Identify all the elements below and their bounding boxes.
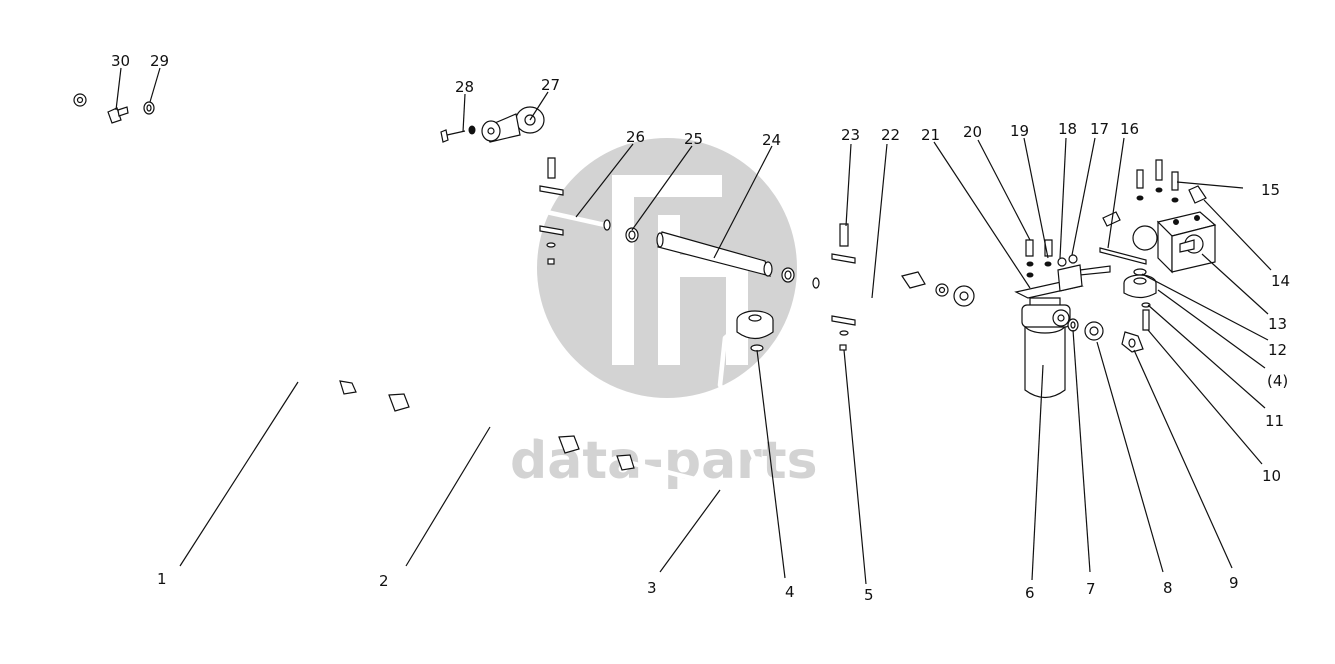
part-21-bracket: [1014, 264, 1084, 299]
callout-12: 12: [1268, 341, 1287, 359]
callout-3: 3: [647, 579, 657, 597]
watermark-logo-glyph: [612, 175, 748, 365]
part-29-washer: [143, 101, 155, 115]
callout-15: 15: [1261, 181, 1280, 199]
part-8-banjo-pipe: [1084, 282, 1128, 341]
part-23-clamp-bolt: [831, 223, 856, 264]
callout-26: 26: [626, 128, 645, 146]
part-10-bolt: [1142, 309, 1150, 331]
callout-6: 6: [1025, 584, 1035, 602]
callout-16: 16: [1120, 120, 1139, 138]
part-mounting-bolt: [1079, 265, 1111, 276]
leader-lines: [115, 67, 1272, 585]
callout-11: 11: [1265, 412, 1284, 430]
callout-5: 5: [864, 586, 874, 604]
part-30-banjo-bolt: [107, 106, 129, 124]
callout-4: 4: [785, 583, 795, 601]
callout-30: 30: [111, 52, 130, 70]
part-13-filter-head: [1123, 274, 1157, 299]
part-12-washer: [1133, 268, 1147, 276]
part-28-bolt: [440, 125, 476, 143]
callout-24: 24: [762, 131, 781, 149]
part-15-bolts: [1136, 159, 1207, 204]
callout-20: 20: [963, 123, 982, 141]
callout-labels: 1 2 3 4 5 6 7 8 9 10 11 (4) 12 13 14 15 …: [111, 52, 1290, 604]
part-25-hose-clamp: [625, 227, 795, 283]
callout-21: 21: [921, 126, 940, 144]
part-17-washer: [1068, 254, 1078, 264]
callout-27: 27: [541, 76, 560, 94]
part-4-banjo-fitting: [736, 310, 774, 352]
callout-9: 9: [1229, 574, 1239, 592]
part-5-clamp-set: [831, 315, 856, 351]
callout-7: 7: [1086, 580, 1096, 598]
part-27-flange: [481, 106, 545, 143]
callout-8: 8: [1163, 579, 1173, 597]
callout-23: 23: [841, 126, 860, 144]
callout-13: 13: [1268, 315, 1287, 333]
part-19-bolt: [1044, 239, 1053, 267]
callout-28: 28: [455, 78, 474, 96]
callout-25: 25: [684, 130, 703, 148]
callout-14: 14: [1271, 272, 1290, 290]
part-2-straight-pipe: [388, 393, 580, 454]
part-22-return-pipe: [812, 271, 1005, 335]
part-16-stud: [1099, 211, 1147, 265]
callout-18: 18: [1058, 120, 1077, 138]
callout-22: 22: [881, 126, 900, 144]
part-6-fuel-filter: [1021, 297, 1071, 399]
callout-17: 17: [1090, 120, 1109, 138]
callout-4-qty: (4): [1267, 372, 1288, 390]
part-14-pump-body: [1132, 211, 1217, 274]
part-3-bent-pipe: [616, 317, 770, 498]
part-7-washer: [1067, 318, 1079, 332]
callout-2: 2: [379, 572, 389, 590]
part-1-fuel-pipe: [54, 93, 357, 395]
callout-10: 10: [1262, 467, 1281, 485]
part-18-washer: [1057, 257, 1067, 267]
part-24-hose: [656, 231, 773, 277]
callout-29: 29: [150, 52, 169, 70]
callout-1: 1: [157, 570, 167, 588]
part-20-bolt: [1025, 239, 1034, 278]
part-11-washer: [1141, 302, 1151, 308]
callout-19: 19: [1010, 122, 1029, 140]
part-9-union-fitting: [1121, 331, 1144, 353]
part-26-bent-pipe: [493, 137, 611, 265]
